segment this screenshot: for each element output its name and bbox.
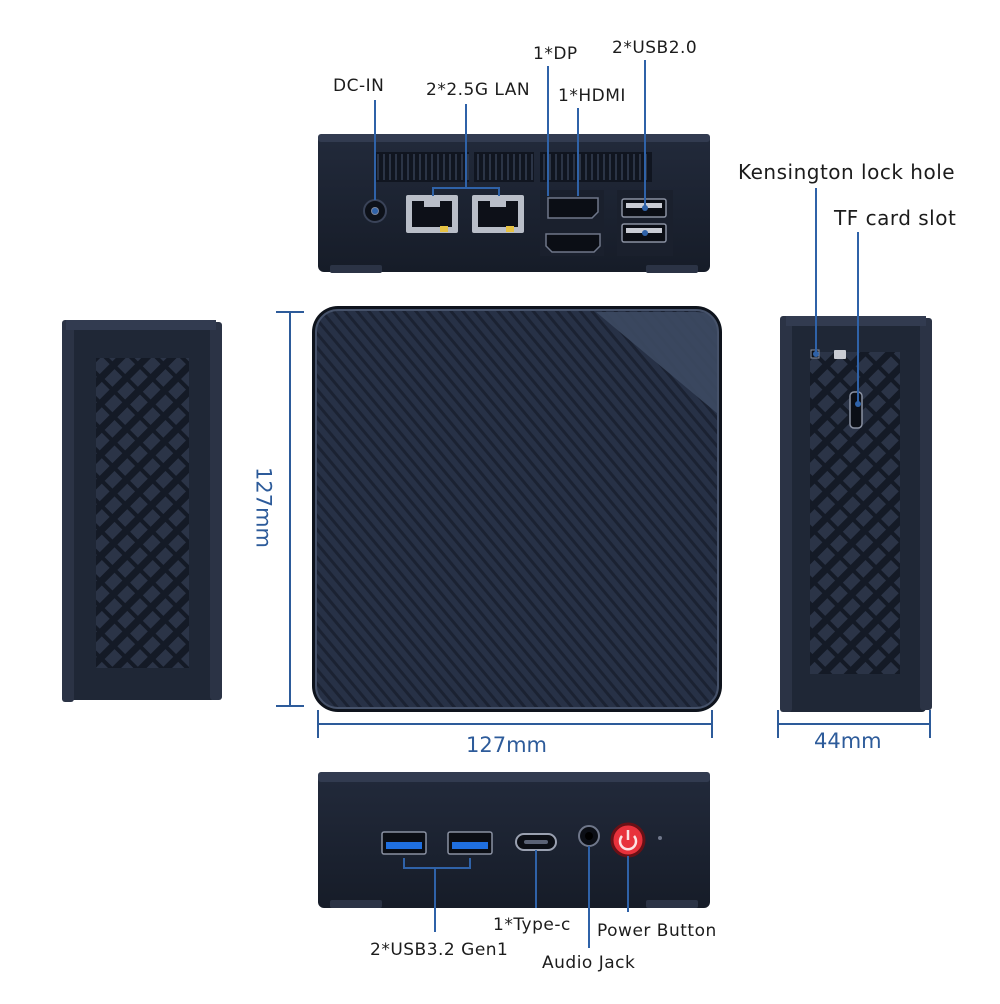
left-side-view <box>62 320 222 702</box>
kensington-label: Kensington lock hole <box>738 160 956 184</box>
width-dimension: 127mm <box>466 733 547 757</box>
height-dimension: 127mm <box>251 467 276 548</box>
tf-card-slot <box>849 391 863 429</box>
dp-port <box>547 197 599 219</box>
rear-view <box>318 134 710 273</box>
usb2-label: 2*USB2.0 <box>612 38 698 58</box>
lan-port-1 <box>406 195 458 233</box>
right-side-view <box>780 316 932 712</box>
audio-jack-label: Audio Jack <box>542 953 636 973</box>
lan-label: 2*2.5G LAN <box>426 80 531 100</box>
type-c-label: 1*Type-c <box>493 915 571 935</box>
dp-label: 1*DP <box>533 44 578 64</box>
dc-in-label: DC-IN <box>333 76 385 96</box>
top-view <box>312 306 722 712</box>
depth-dimension: 44mm <box>814 729 882 753</box>
tf-card-label: TF card slot <box>834 206 957 230</box>
dimension-lines <box>276 311 931 738</box>
lan-port-2 <box>472 195 524 233</box>
rear-vents <box>374 152 652 182</box>
hdmi-port <box>545 233 601 253</box>
usb32-label: 2*USB3.2 Gen1 <box>370 940 509 960</box>
power-button-label: Power Button <box>597 921 717 941</box>
hdmi-label: 1*HDMI <box>558 86 626 106</box>
side-leader-lines <box>813 188 861 407</box>
front-leader-lines <box>403 846 629 948</box>
usb32-port-1 <box>381 831 427 855</box>
front-view <box>318 772 710 908</box>
rear-leader-lines <box>372 60 648 236</box>
usb32-port-2 <box>447 831 493 855</box>
